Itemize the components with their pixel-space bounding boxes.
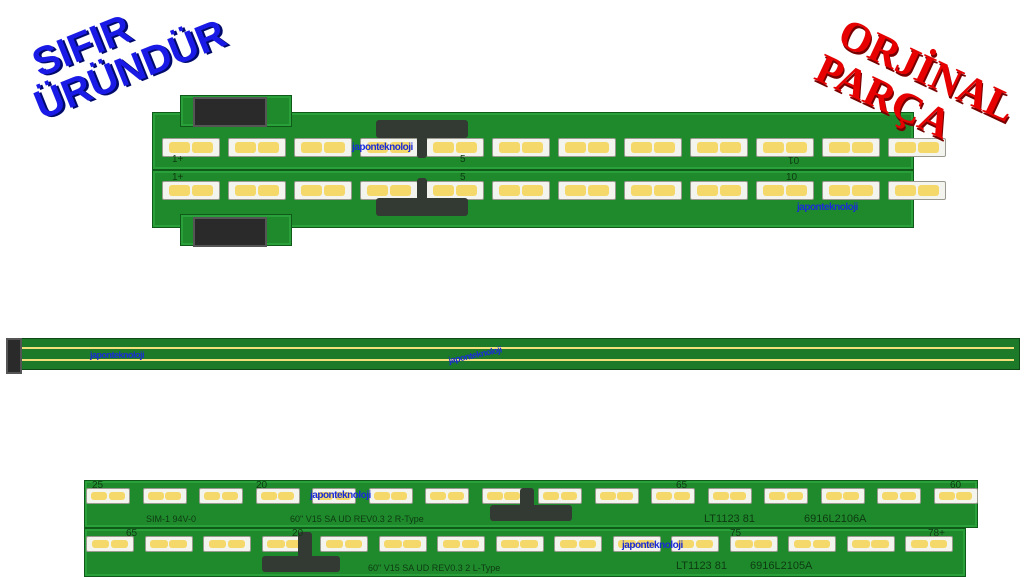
led-number: 25: [92, 480, 104, 491]
silkscreen-part: 6916L2105A: [750, 560, 813, 572]
led-chip: [905, 536, 953, 552]
led-chip: [822, 181, 880, 200]
led-number: 20: [256, 480, 268, 491]
watermark: japonteknoloji: [310, 490, 371, 501]
led-chip: [294, 138, 352, 157]
strip-clip: [376, 198, 468, 216]
led-chip: [933, 488, 978, 504]
led-chip: [788, 536, 836, 552]
led-chip: [888, 138, 946, 157]
led-chip: [729, 536, 778, 552]
strip-clip: [298, 532, 312, 558]
led-chip: [558, 181, 616, 200]
led-chip: [764, 488, 808, 504]
led-chip: [203, 536, 251, 552]
led-chip: [492, 138, 550, 157]
watermark: japonteknoloji: [352, 142, 413, 153]
led-chip: [255, 488, 300, 504]
led-number: 20: [292, 528, 304, 539]
led-chip: [86, 488, 130, 504]
silkscreen-spec: 60" V15 SA UD REV0.3 2 L-Type: [368, 563, 501, 573]
silkscreen-part: 6916L2106A: [804, 513, 867, 525]
led-number: 60: [950, 480, 962, 491]
led-chip: [756, 138, 814, 157]
watermark: japonteknoloji: [797, 202, 858, 213]
led-chip: [707, 488, 752, 504]
led-chip: [426, 138, 484, 157]
led-chip: [822, 138, 880, 157]
strip-clip: [262, 556, 340, 572]
watermark: japonteknoloji: [622, 540, 683, 551]
led-chip: [437, 536, 485, 552]
led-chip: [624, 138, 682, 157]
led-chip: [877, 488, 921, 504]
led-chip: [820, 488, 865, 504]
led-chip: [425, 488, 469, 504]
led-number: 5: [460, 172, 466, 183]
led-chip: [86, 536, 134, 552]
led-chip: [378, 536, 427, 552]
led-chip: [492, 181, 550, 200]
strip-clip: [417, 136, 427, 158]
silkscreen-model: LT1123 81: [676, 560, 727, 572]
led-chip: [481, 488, 526, 504]
silkscreen-cert: SIM-1 94V-0: [146, 514, 197, 524]
led-chip: [846, 536, 895, 552]
connector-thin: [6, 338, 22, 374]
strip-clip: [417, 178, 427, 200]
led-chip: [144, 536, 193, 552]
led-number: 75: [730, 528, 742, 539]
led-number: 10: [786, 172, 798, 183]
silkscreen-spec: 60" V15 SA UD REV0.3 2 R-Type: [290, 514, 424, 524]
led-chip: [495, 536, 544, 552]
led-chip: [320, 536, 368, 552]
led-chip: [690, 138, 748, 157]
led-chip: [554, 536, 602, 552]
led-chip: [612, 536, 661, 552]
strip-clip: [376, 120, 468, 138]
led-chip: [261, 536, 310, 552]
led-number: 65: [126, 528, 138, 539]
led-number: 01: [788, 154, 800, 165]
led-chip: [558, 138, 616, 157]
led-chip: [368, 488, 413, 504]
led-chip: [690, 181, 748, 200]
led-chip: [594, 488, 639, 504]
led-chip: [671, 536, 719, 552]
led-number: 65: [676, 480, 688, 491]
led-strip-thin: [8, 338, 1020, 370]
led-chip: [228, 181, 286, 200]
led-row: [14, 347, 1014, 349]
strip-clip: [490, 505, 572, 521]
led-chip: [294, 181, 352, 200]
led-chip: [162, 138, 220, 157]
led-chip: [538, 488, 582, 504]
led-chip: [312, 488, 356, 504]
connector-bottom: [193, 217, 267, 247]
led-chip: [142, 488, 187, 504]
led-chip: [756, 181, 814, 200]
strip-clip: [520, 488, 534, 508]
led-row: [14, 359, 1014, 361]
led-number: 1+: [172, 154, 184, 165]
led-chip: [360, 138, 418, 157]
led-chip: [228, 138, 286, 157]
led-chip: [651, 488, 695, 504]
silkscreen-model: LT1123 81: [704, 513, 755, 525]
led-chip: [624, 181, 682, 200]
led-number: 1+: [172, 172, 184, 183]
led-chip: [162, 181, 220, 200]
connector-top: [193, 97, 267, 127]
led-chip: [888, 181, 946, 200]
led-chip: [199, 488, 243, 504]
led-number: 5: [460, 154, 466, 165]
watermark: japonteknoloji: [90, 350, 145, 360]
led-number: 78+: [928, 528, 945, 539]
